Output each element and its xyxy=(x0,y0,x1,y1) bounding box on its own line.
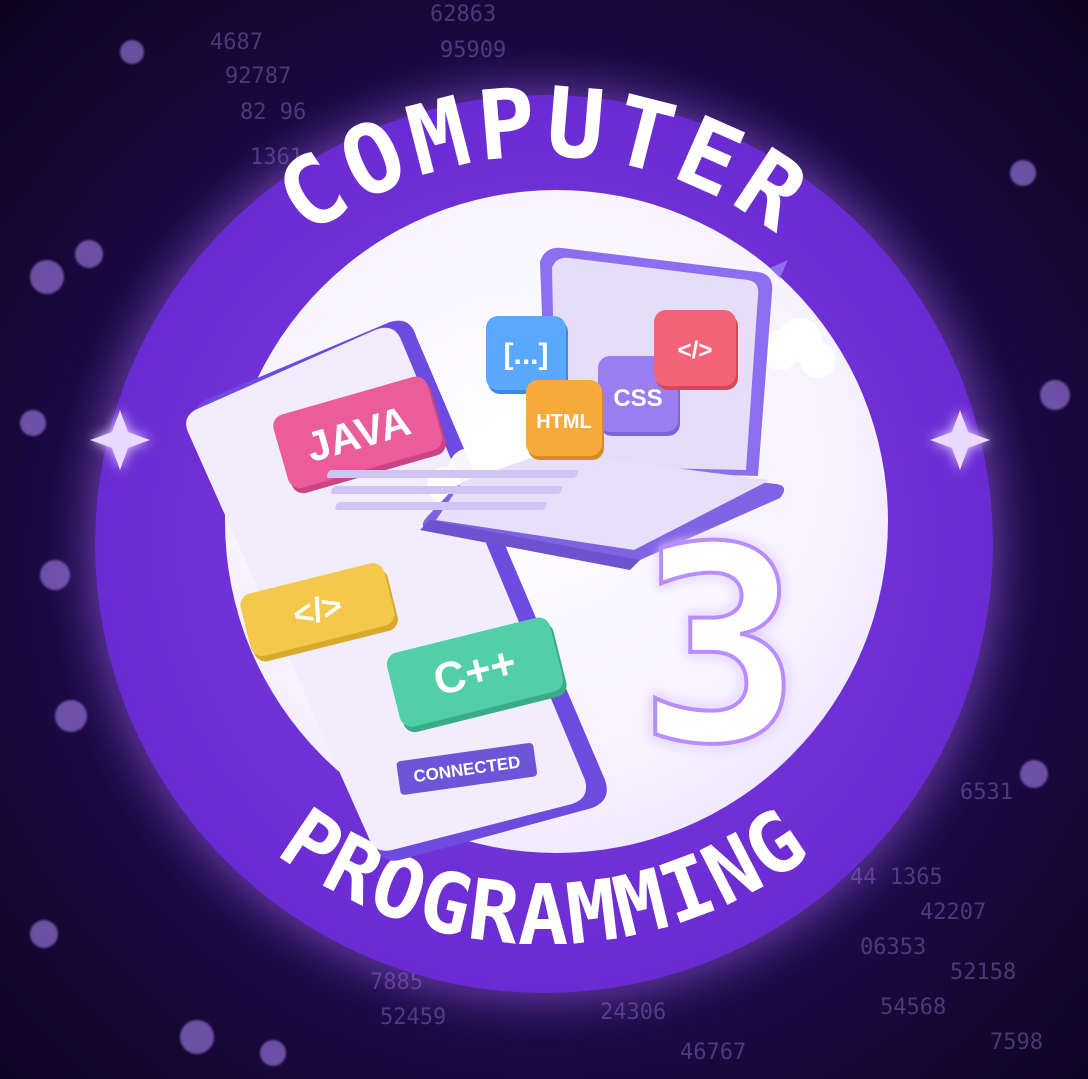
bg-number: 7598 xyxy=(990,1030,1043,1055)
cloud-icon xyxy=(760,318,836,378)
bg-dot xyxy=(120,40,144,64)
bg-dot xyxy=(180,1020,214,1054)
bg-number: 06353 xyxy=(860,935,927,960)
code-tag-yellow: </> xyxy=(240,563,398,662)
bg-dot xyxy=(1040,380,1070,410)
episode-number: 3 xyxy=(639,489,802,804)
bg-dot xyxy=(30,260,64,294)
bg-dot xyxy=(55,700,87,732)
bg-number: 46767 xyxy=(680,1040,747,1065)
sparkle-icon xyxy=(90,410,150,470)
bg-number: 1361 xyxy=(250,145,303,170)
bg-number: 52158 xyxy=(950,960,1017,985)
bg-dot xyxy=(260,1040,286,1066)
bg-dot xyxy=(40,560,70,590)
bg-number: 7885 xyxy=(370,970,423,995)
code-tag-red: </> xyxy=(654,310,738,390)
css-label: CSS xyxy=(613,385,662,412)
bg-number: 95909 xyxy=(440,38,507,63)
code-red-label: </> xyxy=(678,337,713,364)
bg-number: 92787 xyxy=(225,64,292,89)
bg-number: 82 96 xyxy=(240,100,307,125)
number-badge: 3 xyxy=(637,487,804,806)
cpp-tag: C++ xyxy=(386,617,567,733)
bg-number: 6531 xyxy=(960,780,1013,805)
bg-number: 52459 xyxy=(380,1005,447,1030)
bg-dot xyxy=(1020,760,1048,788)
bg-dot xyxy=(1010,160,1036,186)
bg-dot xyxy=(75,240,103,268)
laptop-keyboard xyxy=(326,470,579,510)
java-tag: JAVA xyxy=(273,376,446,494)
brackets-label: [...] xyxy=(504,338,549,371)
bg-number: 24306 xyxy=(600,1000,667,1025)
bg-number: 62863 xyxy=(430,2,497,27)
bg-dot xyxy=(30,920,58,948)
bg-dot xyxy=(20,410,46,436)
pen-icon xyxy=(770,260,788,278)
ring-top-text: COMPUTER xyxy=(257,66,830,256)
bg-number: 54568 xyxy=(880,995,947,1020)
bg-number: 44 1365 xyxy=(850,865,943,890)
brackets-tag: [...] xyxy=(486,316,568,394)
bg-number: 4687 xyxy=(210,30,263,55)
connected-badge: CONNECTED xyxy=(396,742,538,795)
html-tag: HTML xyxy=(526,380,604,460)
html-label: HTML xyxy=(536,411,592,433)
bg-number: 42207 xyxy=(920,900,987,925)
sparkle-icon xyxy=(930,410,990,470)
